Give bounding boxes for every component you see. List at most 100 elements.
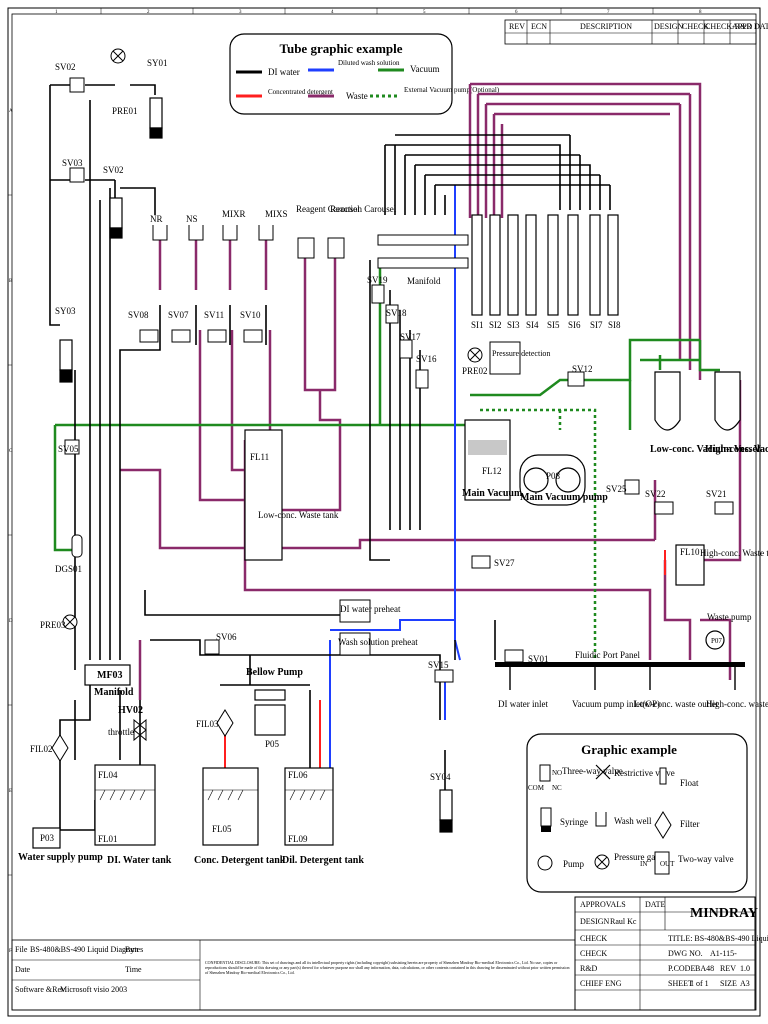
fl04-label: FL04 [98,770,118,780]
rd-label: R&D [580,964,598,973]
fl10-label: FL10 [680,547,700,557]
valve-sv06 [204,639,220,655]
sv01-label: SV01 [528,654,549,664]
size-label: SIZE [720,979,737,988]
syringe-sy04 [439,789,453,821]
low-vessel-label: Low-conc. Vacuum Vessel [650,444,760,455]
valve-sv22 [654,501,674,515]
pre03-label: PRE03 [40,620,66,630]
row-label: D [9,619,13,624]
date-label: DATE [645,900,666,909]
size-value: A3 [740,979,750,988]
si-label: SI7 [590,320,603,330]
pressure-gauges [62,48,483,630]
high-waste-tank-label: High-conc. Waste tank [700,548,768,558]
graphic-example-title: Graphic example [581,742,677,757]
bottom-manifold-label: Manifold [94,687,134,698]
valve-sv10 [243,329,263,343]
approvals-label: APPROVALS [580,900,626,909]
col-label: 5 [423,10,426,15]
check-header: CHECK [682,22,709,31]
sv02a-label: SV02 [55,62,76,72]
check2-label: CHECK [580,949,607,958]
legend-di-water: DI water [268,67,300,77]
check1-label: CHECK [580,934,607,943]
sv19-label: SV19 [367,275,388,285]
row-label: C [9,449,13,454]
dwg-no-value: A1-115- [710,949,737,958]
si-label: SI5 [547,320,560,330]
fl12-label: FL12 [482,466,502,476]
water-supply-pump-p03 [32,827,61,849]
valve-sv16 [415,369,429,389]
ecn-header: ECN [531,22,547,31]
pressure-detection-box [489,341,521,375]
si-label: SI6 [568,320,581,330]
nr-label: NR [150,214,163,224]
tube-legend: Tube graphic example DI water Diluted wa… [229,33,500,115]
syringe-sy03 [59,339,73,371]
low-vacuum-vessel [654,371,681,431]
revision-table: REV ECN DESCRIPTION DESIGN CHECK CHECK-R… [504,19,768,45]
fl09-label: FL09 [288,834,308,844]
design-label: DESIGN [580,917,610,926]
valve-sv03 [69,167,85,183]
valve-sv11 [207,329,227,343]
valve-sv15 [434,669,454,683]
dwg-no-label: DWG NO. [668,949,703,958]
conc-tank-label: Conc. Detergent tank [194,855,286,866]
filters [51,709,234,762]
sv22-label: SV22 [645,489,666,499]
top-manifold-label: Manifold [407,276,441,286]
software-value: Microsoft visio 2003 [60,985,127,994]
low-waste-tank-label: Low-conc. Waste tank [258,510,339,520]
ex-syringe: Syringe [560,817,588,827]
ex-float: Float [680,778,699,788]
reaction-carousel-label: Reaction Carousel [330,204,397,214]
fl05-label: FL05 [212,824,232,834]
design-header: DESIGN [654,22,684,31]
valve-sv17 [399,339,413,359]
high-vessel-label: High-conc. Vacuum Vessel [705,444,768,455]
mf03-label: MF03 [97,670,123,681]
time-label: Time [125,965,142,974]
sv12-label: SV12 [572,364,593,374]
sv08-label: SV08 [128,310,149,320]
valve-sv18 [385,304,399,324]
conc-detergent-tank [202,767,259,846]
no-port-label: NO [552,769,562,777]
waste-pump-label: Waste pump [707,612,752,622]
date2-label: Date [15,965,31,974]
ex-pressure-gauge: Pressure gauge [614,852,668,862]
file-value: BS-480&BS-490 Liquid Diagram [30,945,139,954]
valve-sv05 [64,439,80,455]
legend-vacuum: Vacuum [410,64,440,74]
rev-value: 1.0 [740,964,750,973]
ex-three-way: Three-way valve [562,766,623,776]
reagent-carousel-well [297,237,315,259]
sv16-label: SV16 [416,354,437,364]
vacuum-lines [53,260,720,552]
ex-filter: Filter [680,819,700,829]
grid-row-labels: A B C D E F [9,109,13,954]
tank-water-levels [95,789,333,801]
sv03-label: SV03 [62,158,83,168]
chief-label: CHIEF ENG [580,979,622,988]
sheet-label: SHEET [668,979,693,988]
sv11-label: SV11 [204,310,224,320]
p07-label: P07 [711,637,722,645]
ns-label: NS [186,214,198,224]
fluidic-panel-label: Fluidic Port Panel [575,650,640,660]
designer-name: Raul Kc [610,917,637,926]
p03-label: P03 [40,833,55,843]
waste-pump-p07 [705,630,725,650]
rev-label: REV [720,964,736,973]
rev-header: REV [509,22,525,31]
check-rd-header: CHECK-R&D [705,22,752,31]
detergent-lines [224,550,666,770]
high-conc-waste-tank [675,544,705,586]
col-label: 4 [331,10,334,15]
title-label: TITLE: BS-480&BS-490 Liquid Diagram [668,934,768,943]
sy03-label: SY03 [55,306,76,316]
